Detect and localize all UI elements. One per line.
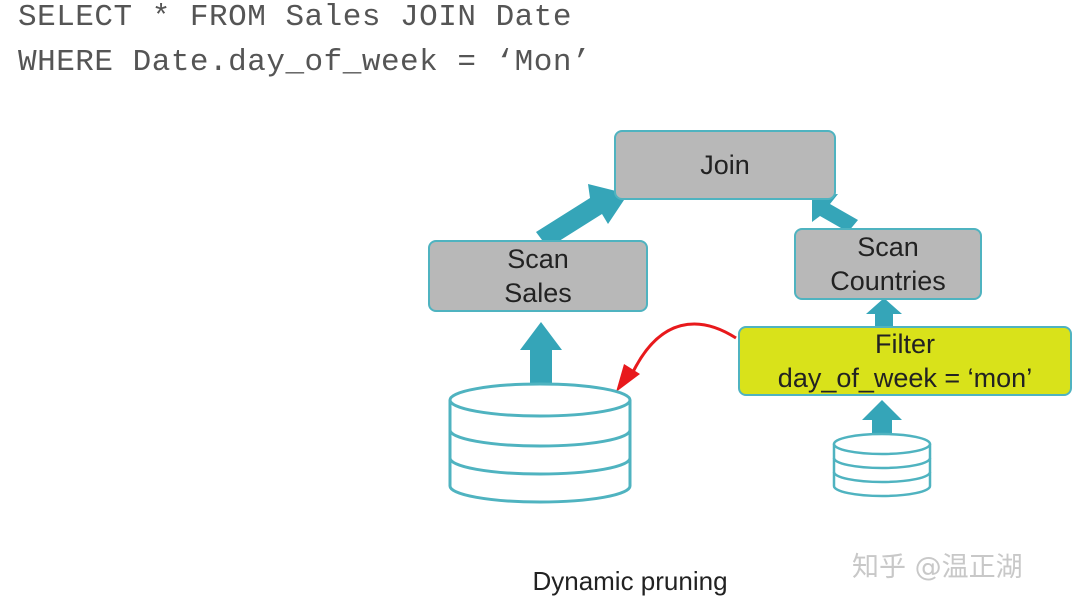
countries-table-cylinder-icon — [832, 432, 932, 498]
sql-line-1: SELECT * FROM Sales JOIN Date — [18, 0, 572, 35]
filter-label-line-2: day_of_week = ‘mon’ — [777, 363, 1033, 393]
scan-sales-label-line-2: Sales — [504, 278, 572, 308]
dynamic-pruning-arrow — [616, 322, 737, 392]
arrow-scan-sales-to-join — [536, 184, 628, 248]
watermark: 知乎 @温正湖 — [852, 552, 1023, 583]
scan-countries-label-line-1: Scan — [857, 232, 919, 262]
diagram-caption: Dynamic pruning — [532, 566, 728, 596]
scan-countries-label-line-2: Countries — [830, 266, 946, 296]
sales-table-cylinder-icon — [448, 382, 632, 504]
join-node-label: Join — [700, 150, 750, 180]
scan-sales-label-line-1: Scan — [507, 244, 569, 274]
scan-countries-node: Scan Countries — [794, 228, 982, 300]
filter-node: Filter day_of_week = ‘mon’ — [738, 326, 1072, 396]
filter-label-line-1: Filter — [875, 329, 935, 359]
arrow-countries-table-to-filter — [862, 400, 902, 438]
scan-sales-node: Scan Sales — [428, 240, 648, 312]
sql-line-2: WHERE Date.day_of_week = ‘Mon’ — [18, 45, 592, 80]
arrow-sales-table-to-scan-sales — [520, 322, 562, 386]
arrow-scan-countries-to-join — [812, 194, 858, 232]
arrow-filter-to-scan-countries — [866, 298, 902, 328]
join-node: Join — [614, 130, 836, 200]
